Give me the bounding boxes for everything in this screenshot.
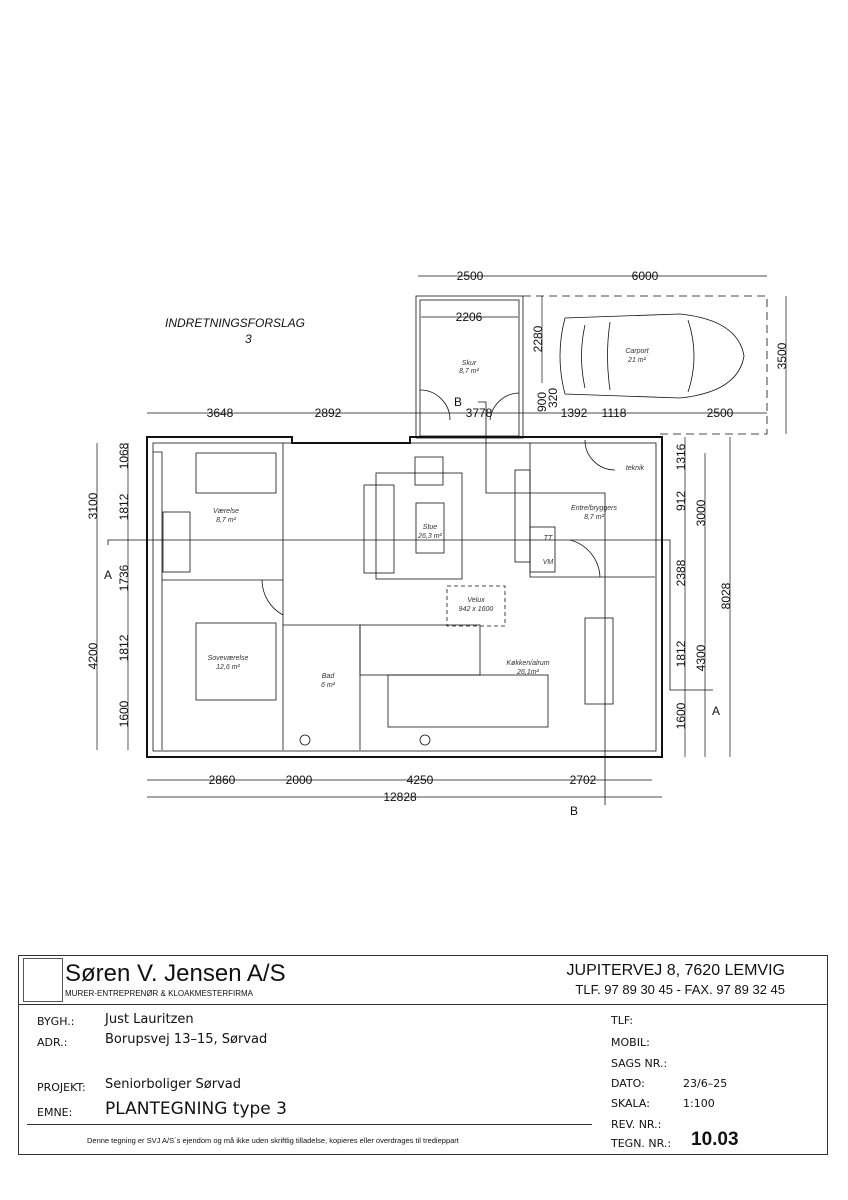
car-icon	[559, 313, 745, 399]
dim-right-mid: 3000	[694, 499, 708, 526]
dim-right-inner: 1316	[674, 443, 688, 470]
room-label-kokken: Køkken/alrum	[506, 660, 549, 667]
dim-top-row: 900	[535, 392, 549, 412]
dim-bottom-row: 2000	[286, 773, 313, 787]
dim-bottom-total: 12828	[383, 790, 417, 804]
mobil-label: MOBIL:	[611, 1036, 650, 1049]
adr-label: ADR.:	[37, 1036, 68, 1049]
dim-left-outer: 4200	[86, 642, 100, 669]
dim-top-row: 1118	[602, 406, 627, 420]
section-b-top: B	[454, 395, 462, 409]
projekt-label: PROJEKT:	[37, 1081, 86, 1094]
furniture	[162, 439, 616, 746]
dim-left-inner: 1736	[117, 564, 131, 591]
dim-right-inner: 1812	[674, 640, 688, 667]
room-label-skur: Skur	[462, 360, 477, 367]
velux-skylight	[446, 585, 506, 627]
dim-left-inner: 1068	[117, 442, 131, 469]
room-area-carport: 21 m²	[627, 357, 647, 364]
projekt-value: Seniorboliger Sørvad	[105, 1077, 242, 1092]
dim-right-inner: 2388	[674, 559, 688, 586]
carport: Carport 21 m²	[523, 295, 768, 435]
room-label-teknik: teknik	[626, 465, 645, 472]
dim-left-inner: 1812	[117, 493, 131, 520]
room-label-vaerelse: Værelse	[213, 508, 239, 515]
floor-plan: INDRETNINGSFORSLAG 3 Skur 8,7 m² Carport…	[86, 269, 789, 818]
room-label-carport: Carport	[625, 348, 649, 355]
dim-carport-depth: 2280	[531, 325, 545, 352]
dim-top-row: 2892	[315, 406, 342, 420]
room-area-bad: 6 m²	[321, 682, 336, 689]
tlf-label: TLF:	[611, 1014, 634, 1027]
velux-size: 942 x 1600	[459, 606, 494, 613]
dim-bottom-row: 4250	[407, 773, 434, 787]
dato-label: DATO:	[611, 1077, 645, 1090]
section-b-bottom: B	[570, 804, 578, 818]
dim-top-row: 3648	[207, 406, 234, 420]
bygh-value: Just Lauritzen	[105, 1012, 194, 1027]
dim-left-inner: 1600	[117, 700, 131, 727]
section-a-left: A	[104, 568, 112, 582]
dim-right-inner: 912	[674, 491, 688, 511]
title-block-header: Søren V. Jensen A/S MURER-ENTREPRENØR & …	[19, 956, 827, 1005]
plan-title-number: 3	[245, 332, 252, 346]
room-area-skur: 8,7 m²	[459, 368, 480, 375]
rev-label: REV. NR.:	[611, 1118, 662, 1131]
skala-label: SKALA:	[611, 1097, 650, 1110]
title-block: Søren V. Jensen A/S MURER-ENTREPRENØR & …	[18, 955, 828, 1155]
dim-bottom-row: 2702	[570, 773, 597, 787]
company-address: JUPITERVEJ 8, 7620 LEMVIG	[566, 962, 785, 979]
room-area-entre: 8,7 m²	[584, 514, 605, 521]
room-label-stue: Stue	[423, 524, 438, 531]
company-phone-fax: TLF. 97 89 30 45 - FAX. 97 89 32 45	[575, 982, 785, 997]
dimension-labels: 2500 6000 2206 3648 2892 3778 900 320 13…	[86, 269, 789, 804]
adr-value: Borupsvej 13–15, Sørvad	[105, 1032, 268, 1047]
room-label-sovevaerelse: Soveværelse	[208, 655, 249, 662]
company-name: Søren V. Jensen A/S	[65, 960, 286, 987]
dim-top-outer: 2500	[457, 269, 484, 283]
dim-top-row: 320	[546, 388, 560, 408]
company-logo	[23, 958, 63, 1002]
room-labels: Værelse 8,7 m² Stue 26,3 m² Entre/brygge…	[208, 465, 645, 689]
dato-value: 23/6–25	[683, 1077, 728, 1090]
dim-right-total: 8028	[719, 582, 733, 609]
emne-value: PLANTEGNING type 3	[105, 1099, 287, 1119]
dim-skur-inner: 2206	[456, 310, 483, 324]
room-area-sovevaerelse: 12,6 m²	[216, 664, 240, 671]
section-a-right: A	[712, 704, 720, 718]
room-label-entre: Entre/bryggers	[571, 505, 617, 512]
velux-label: Velux	[467, 597, 485, 604]
dim-right-mid: 4300	[694, 644, 708, 671]
dim-left-outer: 3100	[86, 492, 100, 519]
label-vm: VM	[543, 559, 554, 566]
room-area-stue: 26,3 m²	[417, 533, 442, 540]
dim-top-row: 2500	[707, 406, 734, 420]
section-lines: A A B B	[104, 395, 720, 818]
company-tagline: MURER-ENTREPRENØR & KLOAKMESTERFIRMA	[65, 989, 254, 998]
emne-label: EMNE:	[37, 1106, 73, 1119]
dim-right-inner: 1600	[674, 702, 688, 729]
sags-label: SAGS NR.:	[611, 1057, 668, 1070]
skala-value: 1:100	[683, 1097, 715, 1110]
room-area-vaerelse: 8,7 m²	[216, 517, 237, 524]
dim-top-row: 1392	[561, 406, 588, 420]
plan-title: INDRETNINGSFORSLAG	[165, 316, 305, 330]
label-tt: TT	[544, 535, 553, 542]
house-walls	[146, 436, 663, 758]
disclaimer: Denne tegning er SVJ A/S´s ejendom og må…	[87, 1136, 459, 1145]
tegn-value: 10.03	[691, 1129, 739, 1150]
tegn-label: TEGN. NR.:	[611, 1137, 672, 1150]
dim-carport-total: 3500	[775, 342, 789, 369]
room-area-kokken: 26,1m²	[516, 669, 539, 676]
dim-top-row: 3778	[466, 406, 493, 420]
dimension-lines	[96, 275, 787, 798]
dim-top-outer: 6000	[632, 269, 659, 283]
divider	[27, 1124, 592, 1125]
dim-left-inner: 1812	[117, 634, 131, 661]
bygh-label: BYGH.:	[37, 1015, 75, 1028]
room-label-bad: Bad	[322, 673, 336, 680]
dim-bottom-row: 2860	[209, 773, 236, 787]
